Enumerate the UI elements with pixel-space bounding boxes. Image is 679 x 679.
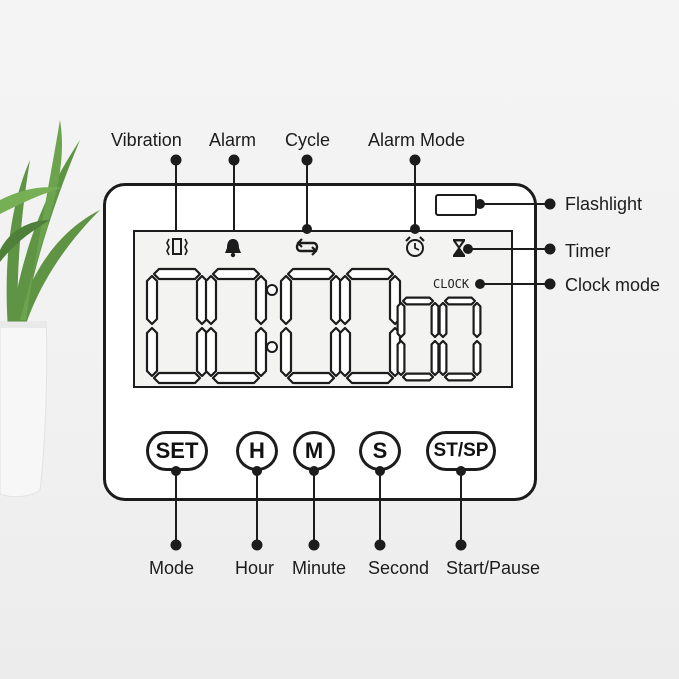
label-hour: Hour <box>235 558 275 578</box>
vibration-icon <box>166 238 188 256</box>
label-start-pause: Start/Pause <box>446 558 541 578</box>
alarm-clock-icon <box>405 236 425 257</box>
label-alarm: Alarm <box>209 130 257 150</box>
hourglass-timer-icon <box>453 239 465 257</box>
set-button[interactable]: SET <box>146 431 208 471</box>
label-cycle: Cycle <box>285 130 331 150</box>
label-vibration: Vibration <box>111 130 182 150</box>
cycle-icon <box>295 238 319 256</box>
label-clock-mode: Clock mode <box>565 275 661 295</box>
start-stop-button[interactable]: ST/SP <box>426 431 496 471</box>
label-mode: Mode <box>149 558 195 578</box>
label-second: Second <box>368 558 430 578</box>
label-timer: Timer <box>565 241 611 261</box>
label-alarm-mode: Alarm Mode <box>368 130 466 150</box>
alarm-bell-icon <box>225 239 241 258</box>
label-flashlight: Flashlight <box>565 194 643 214</box>
label-minute: Minute <box>292 558 347 578</box>
clock-indicator: CLOCK <box>433 277 470 291</box>
second-button[interactable]: S <box>359 431 401 471</box>
